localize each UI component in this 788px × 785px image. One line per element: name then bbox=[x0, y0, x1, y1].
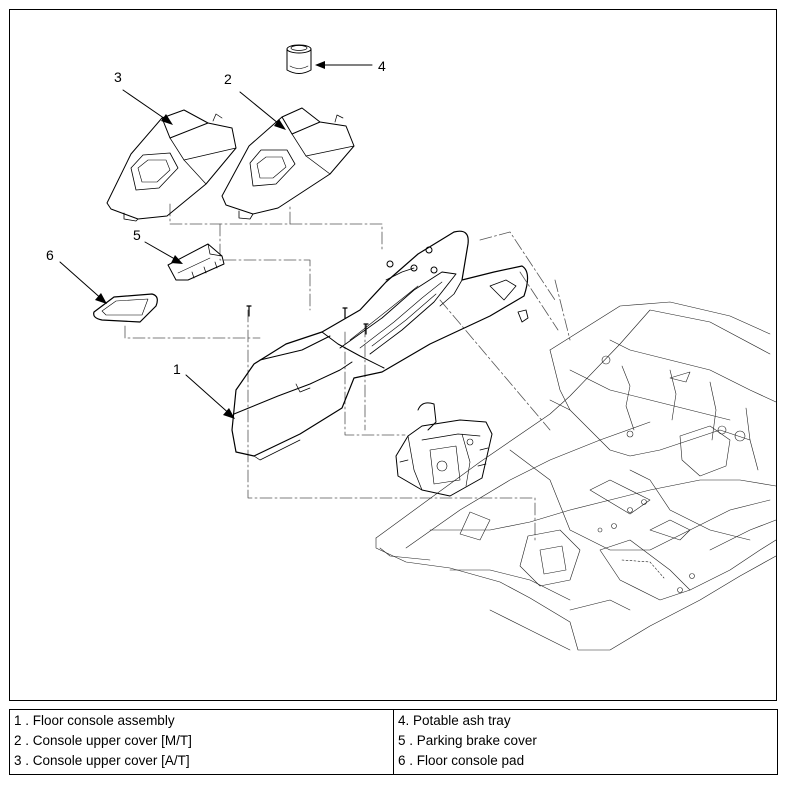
floor-console-pad-drawing bbox=[93, 293, 158, 323]
parts-legend: 1 . Floor console assembly 2 . Console u… bbox=[9, 709, 778, 775]
legend-item-5: 5 . Parking brake cover bbox=[398, 733, 537, 748]
ash-tray-drawing bbox=[286, 44, 312, 74]
shift-lever-assembly-drawing bbox=[395, 402, 493, 497]
exploded-view-diagram: 3 2 4 5 6 1 bbox=[9, 9, 777, 701]
callout-5: 5 bbox=[133, 227, 141, 243]
legend-column-right: 4. Potable ash tray 5 . Parking brake co… bbox=[393, 709, 778, 775]
floor-console-assembly-drawing bbox=[231, 230, 529, 461]
callout-leaders bbox=[59, 64, 373, 417]
upper-cover-at-drawing bbox=[106, 109, 237, 222]
callout-arrowheads bbox=[95, 61, 325, 419]
callout-4: 4 bbox=[378, 58, 386, 74]
callout-1: 1 bbox=[173, 361, 181, 377]
callout-2: 2 bbox=[224, 71, 232, 87]
assembly-guide-lines bbox=[124, 203, 571, 541]
callout-6: 6 bbox=[46, 247, 54, 263]
callout-3: 3 bbox=[114, 69, 122, 85]
legend-item-2: 2 . Console upper cover [M/T] bbox=[14, 733, 192, 748]
upper-cover-mt-drawing bbox=[221, 107, 355, 220]
legend-item-4: 4. Potable ash tray bbox=[398, 713, 511, 728]
legend-column-left: 1 . Floor console assembly 2 . Console u… bbox=[9, 709, 394, 775]
diagram-drawing bbox=[59, 44, 777, 651]
legend-item-6: 6 . Floor console pad bbox=[398, 753, 525, 768]
legend-item-3: 3 . Console upper cover [A/T] bbox=[14, 753, 190, 768]
legend-item-1: 1 . Floor console assembly bbox=[14, 713, 175, 728]
parking-brake-cover-drawing bbox=[167, 243, 225, 281]
vehicle-floor-body-drawing bbox=[375, 301, 777, 651]
